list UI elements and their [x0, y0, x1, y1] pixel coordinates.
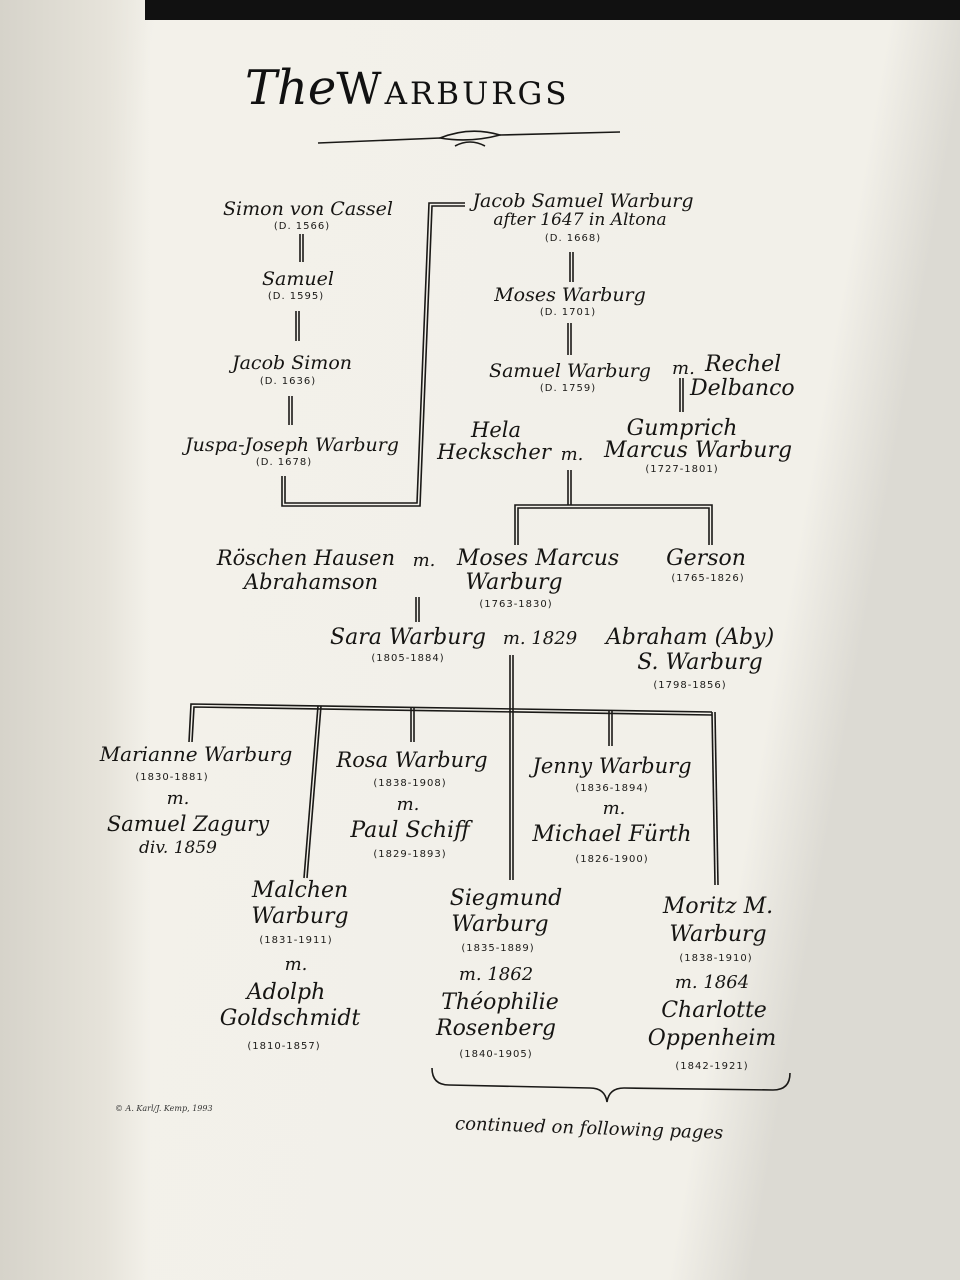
person-moritz-line2: Warburg	[669, 922, 767, 947]
spouse-paul-schiff: Paul Schiff	[350, 818, 470, 843]
spouse-theophilie-line1: Théophilie	[441, 990, 559, 1015]
person-moses-marcus-line1: Moses Marcus	[456, 546, 620, 571]
dates-paul-schiff: (1829-1893)	[373, 849, 447, 860]
note-div-1859: div. 1859	[139, 838, 217, 858]
person-abraham-line1: Abraham (Aby)	[605, 625, 775, 650]
dates-marianne: (1830-1881)	[135, 772, 209, 783]
line-jacob-juspa	[288, 396, 293, 425]
spouse-charlotte-line2: Oppenheim	[647, 1026, 777, 1051]
person-gumprich-line1: Gumprich	[626, 416, 738, 441]
dates-sara-warburg: (1805-1884)	[371, 653, 445, 664]
marriage-siegmund: m. 1862	[458, 964, 534, 985]
dates-samuel: (D. 1595)	[267, 291, 325, 302]
person-malchen-line1: Malchen	[251, 878, 349, 903]
dates-abraham: (1798-1856)	[653, 680, 727, 691]
person-gumprich-line2: Marcus Warburg	[603, 438, 793, 463]
note-jacob-samuel-warburg: after 1647 in Altona	[493, 210, 667, 230]
title-name: Warburgs	[336, 64, 570, 115]
person-moses-marcus-line2: Warburg	[465, 570, 563, 595]
spouse-samuel-zagury: Samuel Zagury	[106, 812, 270, 836]
person-roschen-line2: Abrahamson	[243, 570, 378, 594]
person-jenny-warburg: Jenny Warburg	[532, 754, 692, 778]
spouse-adolph-line1: Adolph	[246, 980, 326, 1005]
spouse-theophilie-line2: Rosenberg	[436, 1016, 556, 1041]
marriage-jenny: m.	[602, 798, 626, 819]
person-moses-warburg: Moses Warburg	[494, 284, 646, 306]
person-siegmund-line2: Warburg	[451, 912, 549, 937]
dates-simon-von-cassel: (D. 1566)	[273, 221, 331, 232]
line-gumprich-children	[514, 470, 713, 545]
spouse-adolph-line2: Goldschmidt	[219, 1006, 361, 1031]
dates-samuel-warburg: (D. 1759)	[539, 383, 597, 394]
person-samuel-warburg: Samuel Warburg	[489, 360, 651, 382]
continued-brace	[431, 1067, 791, 1103]
dates-juspa-joseph-warburg: (D. 1678)	[255, 457, 313, 468]
line-sara-children	[188, 655, 719, 886]
copyright-credit: © A. Karl/J. Kemp, 1993	[115, 1104, 213, 1113]
person-rosa-warburg: Rosa Warburg	[336, 748, 488, 772]
line-moses-samuelwarburg	[567, 323, 572, 355]
title-prefix: The	[245, 60, 337, 116]
person-sara-warburg: Sara Warburg	[330, 625, 486, 650]
person-jacob-samuel-warburg: Jacob Samuel Warburg	[472, 190, 694, 212]
spine-shadow	[0, 0, 150, 1280]
person-juspa-joseph-warburg: Juspa-Joseph Warburg	[185, 434, 399, 456]
marriage-marianne: m.	[166, 788, 190, 809]
page-title: TheWarburgs	[245, 60, 570, 116]
spouse-michael-furth: Michael Fürth	[532, 822, 692, 847]
dates-malchen: (1831-1911)	[259, 935, 333, 946]
marriage-roschen-moses: m.	[412, 550, 436, 571]
marriage-sara-abraham: m. 1829	[502, 628, 578, 649]
title-ornament	[317, 130, 621, 147]
person-malchen-line2: Warburg	[251, 904, 349, 929]
dates-jenny: (1836-1894)	[575, 783, 649, 794]
marriage-rosa: m.	[396, 794, 420, 815]
dates-gerson: (1765-1826)	[671, 573, 745, 584]
person-jacob-simon: Jacob Simon	[231, 352, 353, 374]
top-edge-shadow	[145, 0, 960, 20]
marriage-rechel: m.	[672, 358, 695, 379]
dates-rosa: (1838-1908)	[373, 778, 447, 789]
dates-gumprich: (1727-1801)	[645, 464, 719, 475]
dates-moses-marcus: (1763-1830)	[479, 599, 553, 610]
line-jacobsamuel-moses	[569, 252, 574, 282]
person-marianne-warburg: Marianne Warburg	[99, 742, 293, 766]
line-rechel-gumprich	[679, 378, 684, 412]
person-moritz-line1: Moritz M.	[662, 894, 774, 919]
marriage-moritz: m. 1864	[674, 972, 750, 993]
dates-siegmund: (1835-1889)	[461, 943, 535, 954]
dates-jacob-simon: (D. 1636)	[259, 376, 317, 387]
dates-moritz: (1838-1910)	[679, 953, 753, 964]
line-moses-sara	[415, 597, 420, 622]
marriage-malchen: m.	[284, 954, 308, 975]
dates-michael-furth: (1826-1900)	[575, 854, 649, 865]
dates-theophilie-rosenberg: (1840-1905)	[459, 1049, 533, 1060]
line-cassel-samuel	[299, 234, 304, 262]
person-roschen-line1: Röschen Hausen	[216, 546, 395, 570]
marriage-hela-gumprich: m.	[560, 444, 584, 465]
dates-jacob-samuel-warburg: (D. 1668)	[544, 233, 602, 244]
person-siegmund-line1: Siegmund	[449, 886, 563, 911]
dates-adolph-goldschmidt: (1810-1857)	[247, 1041, 321, 1052]
dates-charlotte-oppenheim: (1842-1921)	[675, 1061, 749, 1072]
person-rechel-line2: Delbanco	[690, 376, 795, 401]
spouse-charlotte-line1: Charlotte	[661, 998, 767, 1023]
line-juspa-jacobsamuel	[281, 202, 465, 507]
person-simon-von-cassel: Simon von Cassel	[223, 198, 393, 220]
person-hela-line1: Hela	[471, 418, 521, 442]
person-abraham-line2: S. Warburg	[637, 650, 763, 675]
person-gerson: Gerson	[666, 546, 746, 571]
person-hela-line2: Heckscher	[437, 440, 551, 464]
person-rechel-line1: Rechel	[705, 352, 782, 377]
person-samuel: Samuel	[262, 268, 334, 290]
line-samuel-jacob	[295, 311, 300, 341]
dates-moses-warburg: (D. 1701)	[539, 307, 597, 318]
